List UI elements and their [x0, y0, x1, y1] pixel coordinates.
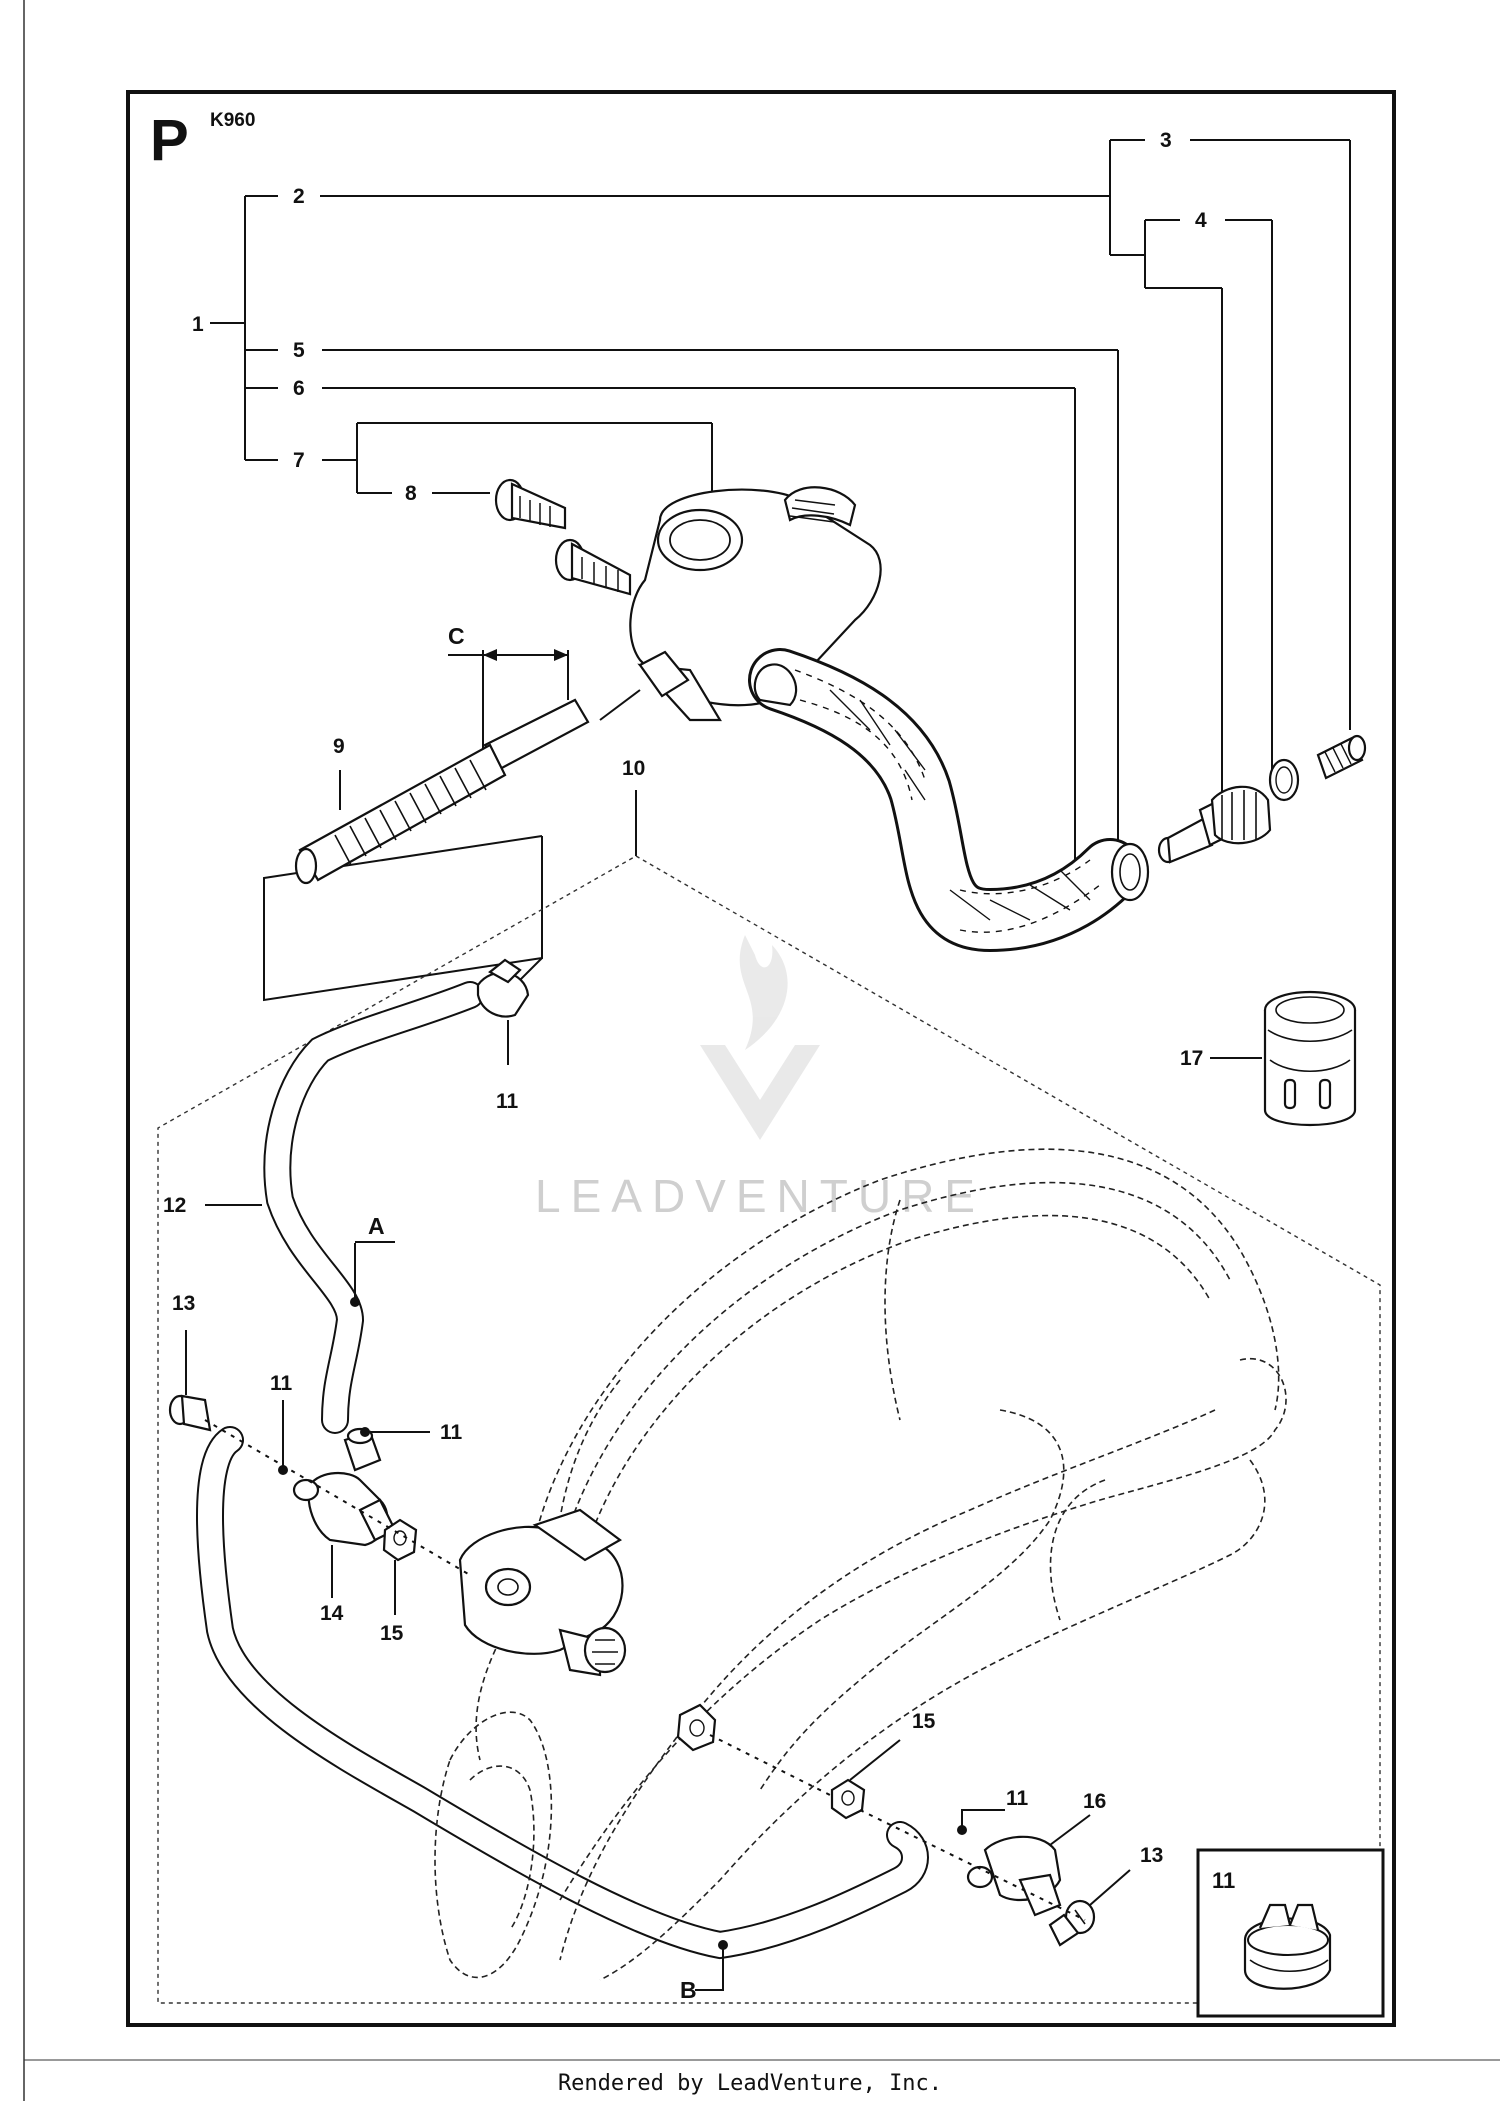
callout-7: 7 [293, 449, 305, 472]
nut-on-guard-icon [676, 1703, 861, 1811]
connection-label-a: A [368, 1213, 385, 1239]
screw-8-icon [494, 478, 632, 596]
inset-label: 11 [1212, 1868, 1235, 1893]
inset-box-part-11: 11 [1196, 1848, 1385, 2018]
water-coupling-icon [1210, 785, 1272, 845]
callout-11-top: 11 [496, 1090, 519, 1113]
valve-16-icon [966, 1835, 1062, 1917]
callout-4: 4 [1195, 209, 1207, 232]
long-return-hose-icon [196, 1426, 929, 1960]
callout-5: 5 [293, 339, 305, 362]
watermark-logo-icon [700, 935, 820, 1140]
guard-mount-bracket-icon [458, 1508, 627, 1677]
model-label: K960 [210, 110, 255, 131]
callout-12: 12 [163, 1194, 186, 1217]
diagram-frame [126, 90, 1396, 2027]
hose-nipple-icon [599, 650, 690, 721]
callout-15-right: 15 [912, 1710, 936, 1733]
callout-16: 16 [1083, 1790, 1106, 1813]
footer-credit: Rendered by LeadVenture, Inc. [558, 2071, 942, 2096]
callout-2: 2 [293, 185, 305, 208]
assembly-10-outline [157, 855, 1381, 2004]
quick-coupling-17-icon [1263, 990, 1357, 1127]
o-ring-icon [1268, 758, 1300, 802]
braided-water-hose-icon [748, 648, 1142, 953]
callout-9: 9 [333, 735, 345, 758]
callout-10: 10 [622, 757, 645, 780]
callout-11-right: 11 [1006, 1787, 1029, 1810]
hose-connector-clamp-11-icon [476, 958, 530, 1018]
blade-guard-icon [434, 1148, 1287, 1981]
callout-15-left: 15 [380, 1622, 404, 1645]
water-valve-handle-icon [629, 486, 882, 722]
callout-11-mid: 11 [440, 1421, 463, 1444]
plug-13-right-icon [1048, 1899, 1096, 1947]
leader-lines-top [210, 139, 1351, 1059]
callout-labels: 1 2 3 4 5 6 7 8 9 10 11 12 13 11 11 14 1… [163, 129, 1207, 2003]
plug-13-left-icon [168, 1394, 212, 1432]
hose-clamp-11-icon [1243, 1903, 1332, 1990]
connection-label-c: C [448, 623, 465, 649]
nut-15-right-icon [830, 1778, 866, 1820]
callout-11-left: 11 [270, 1372, 293, 1395]
callout-14: 14 [320, 1602, 344, 1625]
callout-17: 17 [1180, 1047, 1203, 1070]
callout-13-right: 13 [1140, 1844, 1163, 1867]
callout-1: 1 [192, 313, 204, 336]
callout-6: 6 [293, 377, 305, 400]
section-letter: P [150, 108, 189, 173]
filter-screen-icon [1316, 734, 1367, 780]
callout-13-left: 13 [172, 1292, 195, 1315]
watermark-text: LEADVENTURE [535, 1170, 985, 1222]
valve-14-icon [292, 1427, 397, 1547]
connection-label-b: B [680, 1977, 697, 2003]
hose-with-spring-9-icon [294, 698, 590, 885]
callout-3: 3 [1160, 129, 1172, 152]
hose-12-icon [263, 981, 484, 1434]
leader-lines-bottom [185, 1020, 1131, 1991]
callout-8: 8 [405, 482, 417, 505]
hose-clamp-5-icon [1110, 842, 1150, 902]
